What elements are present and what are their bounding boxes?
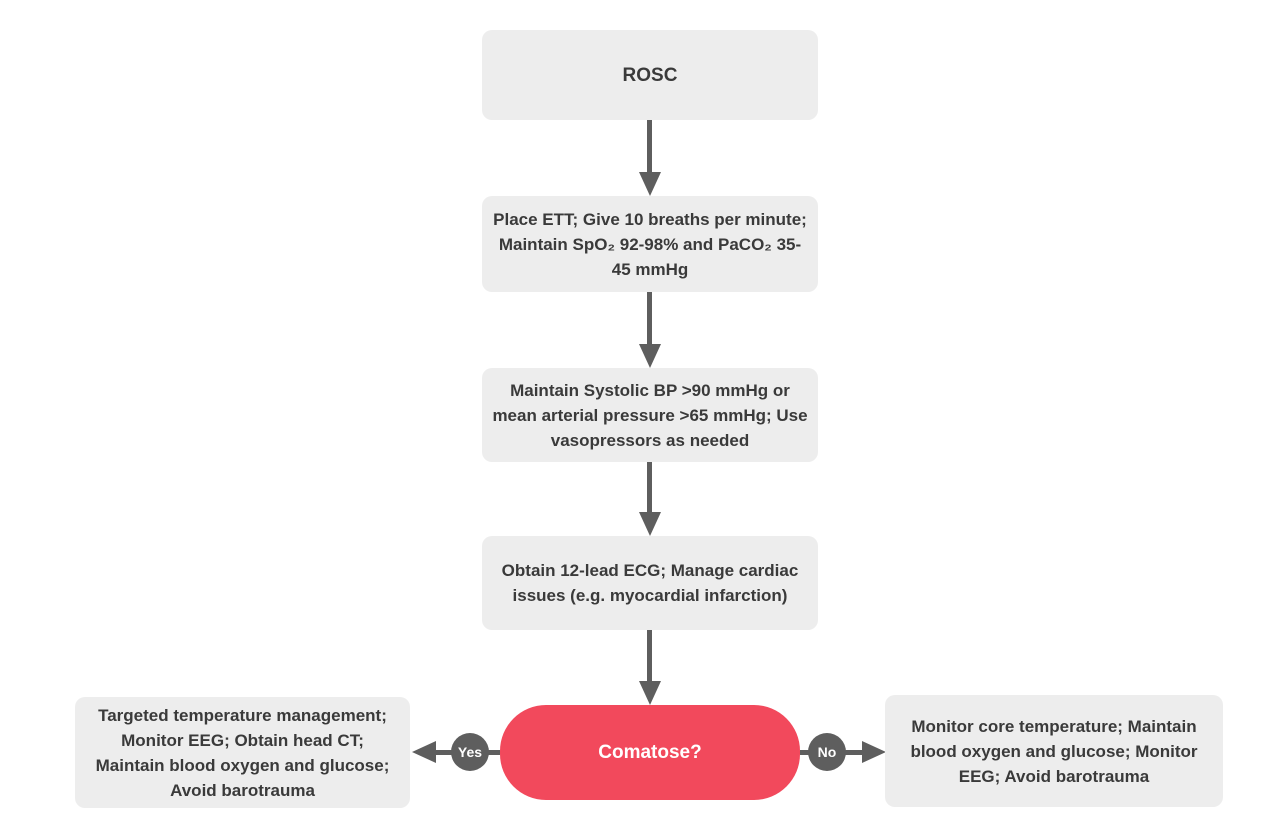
arrow-bp-to-ecg-stem — [647, 462, 652, 514]
arrow-down-icon — [639, 681, 661, 705]
node-ecg-label: Obtain 12-lead ECG; Manage cardiac issue… — [501, 561, 799, 605]
node-blood-pressure: Maintain Systolic BP >90 mmHg or mean ar… — [482, 368, 818, 462]
yes-badge: Yes — [451, 733, 489, 771]
node-rosc: ROSC — [482, 30, 818, 120]
no-badge: No — [808, 733, 846, 771]
node-ventilation: Place ETT; Give 10 breaths per minute; M… — [482, 196, 818, 292]
arrow-ventilation-to-bp-stem — [647, 292, 652, 346]
node-blood-pressure-label: Maintain Systolic BP >90 mmHg or mean ar… — [492, 380, 808, 450]
arrow-left-icon — [412, 741, 436, 763]
node-ventilation-label: Place ETT; Give 10 breaths per minute; M… — [493, 209, 807, 279]
arrow-down-icon — [639, 172, 661, 196]
node-comatose-decision: Comatose? — [500, 705, 800, 800]
node-comatose-no-outcome: Monitor core temperature; Maintain blood… — [885, 695, 1223, 807]
node-comatose-yes-outcome: Targeted temperature management; Monitor… — [75, 697, 410, 808]
node-comatose-decision-label: Comatose? — [598, 742, 702, 763]
node-comatose-yes-outcome-label: Targeted temperature management; Monitor… — [95, 705, 390, 800]
arrow-ecg-to-comatose-stem — [647, 630, 652, 683]
arrow-down-icon — [639, 512, 661, 536]
node-comatose-no-outcome-label: Monitor core temperature; Maintain blood… — [910, 716, 1198, 786]
no-badge-label: No — [817, 744, 837, 760]
node-ecg: Obtain 12-lead ECG; Manage cardiac issue… — [482, 536, 818, 630]
arrow-down-icon — [639, 344, 661, 368]
yes-badge-label: Yes — [457, 744, 483, 760]
arrow-right-icon — [862, 741, 886, 763]
node-rosc-label: ROSC — [622, 64, 678, 86]
arrow-rosc-to-ventilation-stem — [647, 120, 652, 174]
